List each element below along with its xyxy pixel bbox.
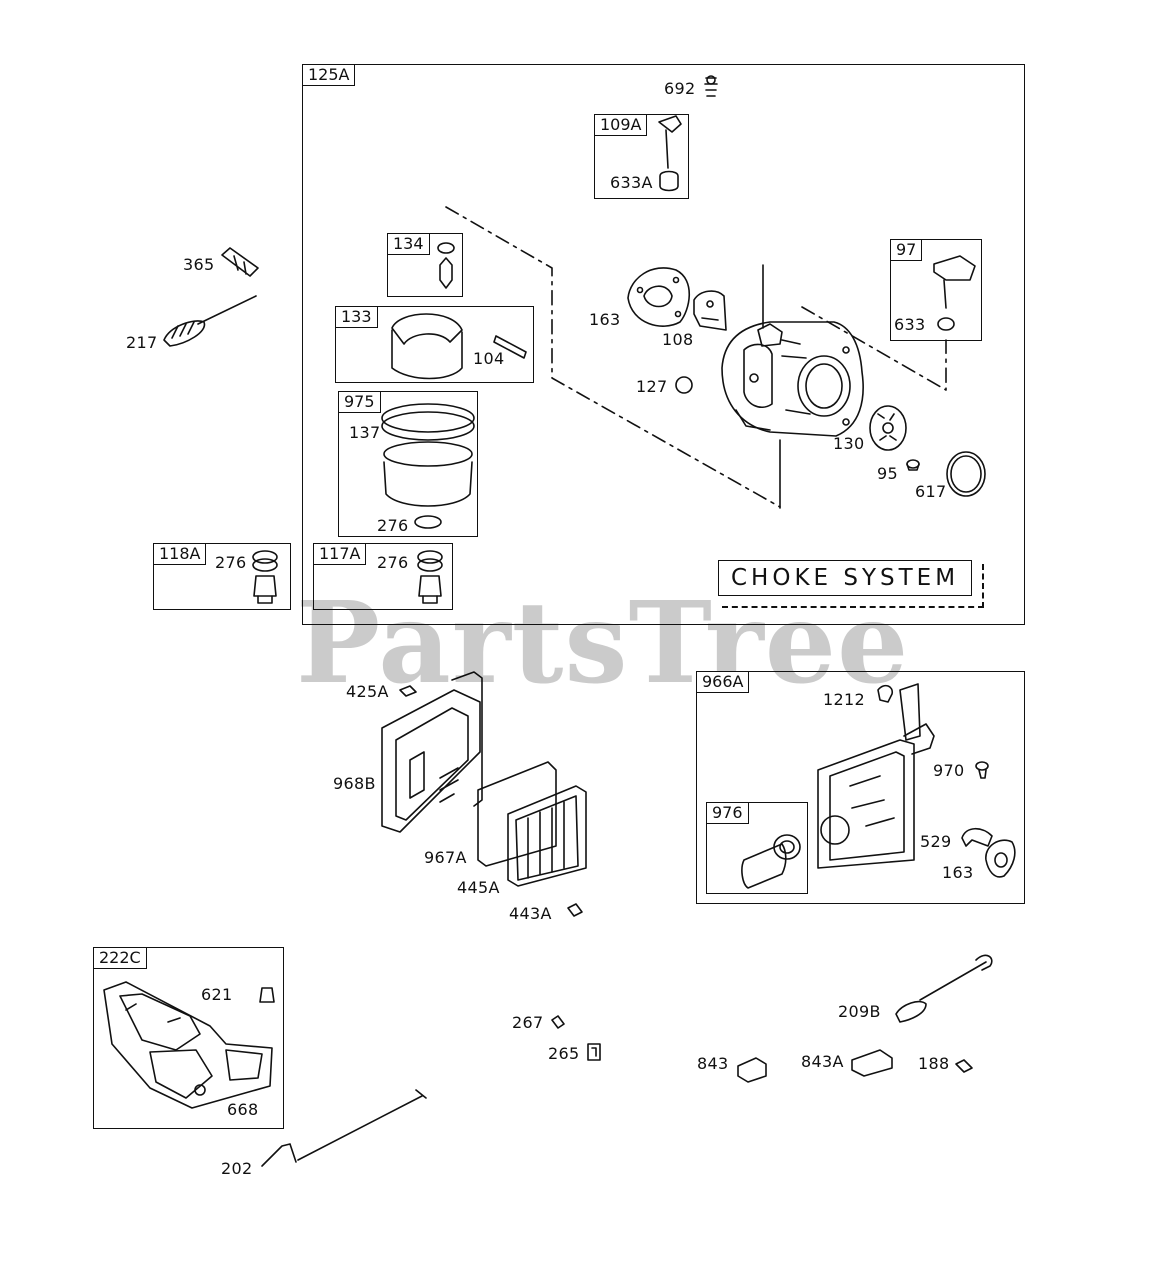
part-label-265: 265 <box>548 1044 580 1063</box>
filter-445a-part <box>507 785 587 887</box>
part-label-970: 970 <box>933 761 965 780</box>
screw-692-part <box>704 75 718 97</box>
box-label: 133 <box>336 307 378 328</box>
box-label: 125A <box>303 65 356 86</box>
choke-system-callout: CHOKE SYSTEM <box>718 560 973 596</box>
part-label-267: 267 <box>512 1013 544 1032</box>
needle-109a-part <box>658 115 682 192</box>
group-box-125a: 125A <box>302 64 1025 625</box>
part-label-188: 188 <box>918 1054 950 1073</box>
box-label: 975 <box>339 392 381 413</box>
plate-108-part <box>693 290 727 331</box>
element-976-part <box>741 834 801 889</box>
group-box-134: 134 <box>387 233 463 297</box>
box-label: 117A <box>314 544 367 565</box>
part-label-668: 668 <box>227 1100 259 1119</box>
screw-267-part <box>551 1015 565 1029</box>
group-box-966a: 966A <box>696 671 1025 904</box>
part-label-202: 202 <box>221 1159 253 1178</box>
part-label-968b: 968B <box>333 774 376 793</box>
fitting-365-part <box>221 247 259 277</box>
part-label-425a: 425A <box>346 682 389 701</box>
float-133-part <box>391 313 527 380</box>
o-ring-617-part <box>946 451 986 497</box>
box-label: 222C <box>94 948 147 969</box>
part-label-443a: 443A <box>509 904 552 923</box>
clip-621-part <box>259 987 275 1003</box>
cable-217-part <box>163 295 257 347</box>
group-box-118a: 118A <box>153 543 291 610</box>
leader-line <box>445 206 781 508</box>
link-1212-part <box>877 684 894 703</box>
plug-118a-part <box>252 550 278 604</box>
gasket-163-part <box>627 267 690 327</box>
bracket-966a-part <box>817 683 935 869</box>
rod-202-part <box>261 1089 427 1167</box>
part-label-209b: 209B <box>838 1002 881 1021</box>
part-label-95: 95 <box>877 464 898 483</box>
part-label-967a: 967A <box>424 848 467 867</box>
group-box-97: 97 <box>890 239 982 341</box>
block-843-part <box>737 1057 767 1083</box>
governor-222c-part <box>103 981 273 1109</box>
part-label-276: 276 <box>377 516 409 535</box>
part-label-276: 276 <box>377 553 409 572</box>
part-label-1212: 1212 <box>823 690 865 709</box>
part-label-843: 843 <box>697 1054 729 1073</box>
filter-967a-part <box>477 761 557 867</box>
bowl-975-part <box>381 403 475 529</box>
box-label: 97 <box>891 240 923 261</box>
part-label-365: 365 <box>183 255 215 274</box>
part-label-276: 276 <box>215 553 247 572</box>
gasket-529-part <box>961 827 993 847</box>
gasket-163b-part <box>985 839 1016 878</box>
group-box-975: 975 <box>338 391 478 537</box>
group-box-976: 976 <box>706 802 808 894</box>
part-label-127: 127 <box>636 377 668 396</box>
choke-callout-shadow <box>722 564 984 608</box>
group-box-222c: 222C <box>93 947 284 1129</box>
box-label: 118A <box>154 544 207 565</box>
part-label-692: 692 <box>664 79 696 98</box>
seat-134-part <box>437 242 455 289</box>
plug-117a-part <box>417 550 443 604</box>
clip-265-part <box>587 1043 601 1061</box>
part-label-633a: 633A <box>610 173 653 192</box>
part-label-163: 163 <box>942 863 974 882</box>
group-box-133: 133 <box>335 306 534 383</box>
part-label-633: 633 <box>894 315 926 334</box>
part-label-217: 217 <box>126 333 158 352</box>
part-label-617: 617 <box>915 482 947 501</box>
part-label-445a: 445A <box>457 878 500 897</box>
leader-line <box>801 306 947 391</box>
screw-188-part <box>955 1059 973 1073</box>
part-label-137: 137 <box>349 423 381 442</box>
cable-209b-part <box>895 954 993 1023</box>
plug-127-part <box>675 376 693 394</box>
box-label: 976 <box>707 803 749 824</box>
carburetor-body-part <box>721 321 864 437</box>
box-label: 109A <box>595 115 648 136</box>
part-label-843a: 843A <box>801 1052 844 1071</box>
part-label-163: 163 <box>589 310 621 329</box>
part-label-130: 130 <box>833 434 865 453</box>
part-label-108: 108 <box>662 330 694 349</box>
screw-95-part <box>906 459 920 471</box>
part-label-621: 621 <box>201 985 233 1004</box>
part-label-104: 104 <box>473 349 505 368</box>
diaphragm-130-part <box>869 405 907 451</box>
box-label: 134 <box>388 234 430 255</box>
screw-443a-part <box>567 903 583 917</box>
group-box-117a: 117A <box>313 543 453 610</box>
lever-97-part <box>933 255 976 331</box>
group-box-109a: 109A <box>594 114 689 199</box>
air-box-968b-part <box>381 671 483 833</box>
screw-425a-part <box>399 685 417 697</box>
box-label: 966A <box>697 672 750 693</box>
block-843a-part <box>851 1049 893 1077</box>
screw-970-part <box>975 761 989 779</box>
part-label-529: 529 <box>920 832 952 851</box>
